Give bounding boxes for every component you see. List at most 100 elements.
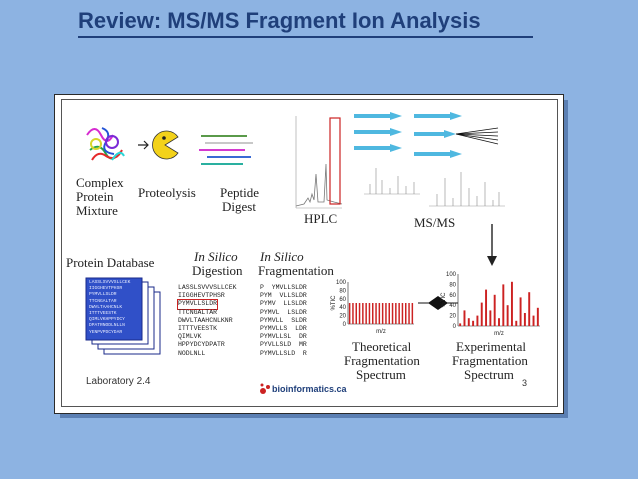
- digest-line-highlighted: PYMVLLSLDR: [176, 299, 219, 310]
- spectrum-bar: [388, 303, 390, 324]
- protein-mixture-icon: [86, 127, 125, 161]
- theoretical-label: Theoretical: [352, 339, 412, 354]
- bioinformatics-logo-mark: [260, 383, 270, 394]
- title-underline: [78, 36, 533, 38]
- fragment-line: PYVLLSLD MR: [260, 341, 307, 349]
- y-tick-label: 100: [336, 280, 347, 286]
- spectrum-bar: [375, 303, 377, 324]
- spectrum-bar: [536, 307, 539, 326]
- protein-database-label: Protein Database: [66, 255, 155, 270]
- embedded-slide: Complex Protein Mixture Proteolysis Pept…: [54, 94, 564, 414]
- database-sequences: LASSLSVVVSLLCEK IIGGHEVTPHSR PYMVLLSLDR …: [88, 280, 142, 340]
- in-silico-fragmentation-italic: In Silico: [260, 249, 304, 264]
- digest-line: IIGGHEVTPHSR: [178, 292, 225, 300]
- spectrum-bar: [372, 303, 374, 324]
- fragment-line: PYM VLLSLDR: [260, 292, 307, 300]
- y-axis-label: %TIC: [441, 292, 447, 308]
- fragment-line: PYMVLLS LDR: [260, 325, 307, 332]
- spectrum-bar: [523, 313, 526, 326]
- spectrum-bar: [493, 294, 496, 326]
- digest-line: QIMLVK: [178, 333, 202, 341]
- y-tick-label: 80: [449, 282, 456, 288]
- y-tick-label: 60: [449, 293, 456, 299]
- db-line: PYMVLLSLDR: [89, 292, 117, 298]
- theoretical-fragmentation-label: Fragmentation: [344, 353, 420, 368]
- y-tick-label: 0: [343, 322, 347, 328]
- db-line: LASSLSVVVSLLCEK: [89, 280, 131, 285]
- spectrum-bar: [506, 305, 509, 326]
- spectrum-bar: [519, 297, 522, 326]
- experimental-label: Experimental: [456, 339, 527, 354]
- spectrum-bar: [411, 303, 414, 324]
- msms-instrument: [354, 112, 499, 158]
- digest-line: ITTTVEESTK: [178, 325, 218, 332]
- database-stack: [85, 277, 161, 355]
- slide-title: Review: MS/MS Fragment Ion Analysis: [78, 8, 481, 33]
- spectrum-bar: [348, 303, 351, 324]
- spectrum-bar: [467, 318, 470, 326]
- digest-list: LASSLSVVVSLLCEK IIGGHEVTPHSR PYMVLLSLDR …: [176, 284, 258, 364]
- spectrum-bar: [355, 303, 357, 324]
- x-axis-label: m/z: [376, 329, 386, 335]
- y-tick-label: 80: [339, 288, 346, 294]
- digestion-label: Digestion: [192, 263, 243, 278]
- x-axis-label: m/z: [494, 331, 504, 337]
- y-tick-label: 20: [339, 314, 346, 320]
- db-line: QIMLVKHPPYDCY: [89, 317, 125, 323]
- fragment-line: P YMVLLSLDR: [260, 284, 307, 291]
- spectrum-bar: [480, 302, 483, 326]
- spectrum-bar: [405, 303, 407, 324]
- in-silico-digestion-italic: In Silico: [194, 249, 238, 264]
- spectrum-bar: [381, 303, 384, 324]
- mixture-label: Mixture: [76, 203, 118, 218]
- spectrum-bar: [358, 303, 361, 324]
- y-tick-label: 40: [449, 303, 456, 309]
- page-number: 3: [522, 378, 528, 388]
- db-line: TTCNGALTAR: [89, 298, 117, 304]
- y-tick-label: 20: [449, 314, 456, 320]
- ms-spectrum-1: [364, 168, 420, 195]
- experimental-fragmentation-label: Fragmentation: [452, 353, 528, 368]
- spectrum-bar: [395, 303, 397, 324]
- spectrum-bar: [408, 303, 410, 324]
- laboratory-label: Laboratory 2.4: [86, 376, 151, 387]
- db-line: ITTTVEESTK: [89, 311, 117, 316]
- spectrum-bar: [485, 289, 488, 326]
- db-line: DPATRNODLNLLN: [89, 323, 125, 329]
- spectrum-bar: [498, 318, 500, 326]
- arrow-icon: [138, 140, 149, 150]
- db-line: IIGGHEVTPHSR: [89, 286, 123, 292]
- pacman-icon: [152, 130, 179, 160]
- complex-label: Complex: [76, 175, 124, 190]
- protein-label: Protein: [76, 189, 114, 204]
- ms-spectrum-2: [429, 172, 505, 207]
- bioinformatics-logo: bioinformatics.ca: [272, 384, 347, 394]
- spectrum-bar: [510, 281, 513, 326]
- digest-line: HPPYDCYDPATR: [178, 341, 225, 349]
- y-axis-label: %TIC: [331, 295, 337, 311]
- spectrum-bar: [459, 323, 462, 326]
- experimental-spectrum-label: Spectrum: [464, 367, 514, 382]
- y-tick-label: 100: [446, 272, 457, 278]
- msms-label: MS/MS: [414, 215, 456, 230]
- embedded-slide-frame: Complex Protein Mixture Proteolysis Pept…: [61, 99, 558, 407]
- fragment-line: PYMVLLSLD R: [260, 349, 307, 357]
- spectrum-bar: [489, 310, 492, 326]
- hplc-label: HPLC: [304, 211, 338, 226]
- y-tick-label: 60: [339, 297, 346, 303]
- digest-line: DWVLTAAHCNLKNR: [178, 316, 233, 324]
- spectrum-bar: [378, 303, 381, 324]
- fragment-line: PYMVLL SLDR: [260, 316, 307, 324]
- spectrum-bar: [398, 303, 400, 324]
- digest-line: TTCNGALTAR: [178, 308, 218, 316]
- theoretical-spectrum-label: Spectrum: [356, 367, 406, 382]
- peptide-label: Peptide: [220, 185, 259, 200]
- proteolysis-label: Proteolysis: [138, 185, 196, 200]
- spectrum-bar: [401, 303, 404, 324]
- spectrum-bar: [476, 315, 479, 326]
- spectrum-bar: [391, 303, 394, 324]
- spectrum-bar: [472, 320, 475, 326]
- spectrum-bar: [515, 320, 518, 326]
- comparison-diamond-icon: [418, 296, 458, 310]
